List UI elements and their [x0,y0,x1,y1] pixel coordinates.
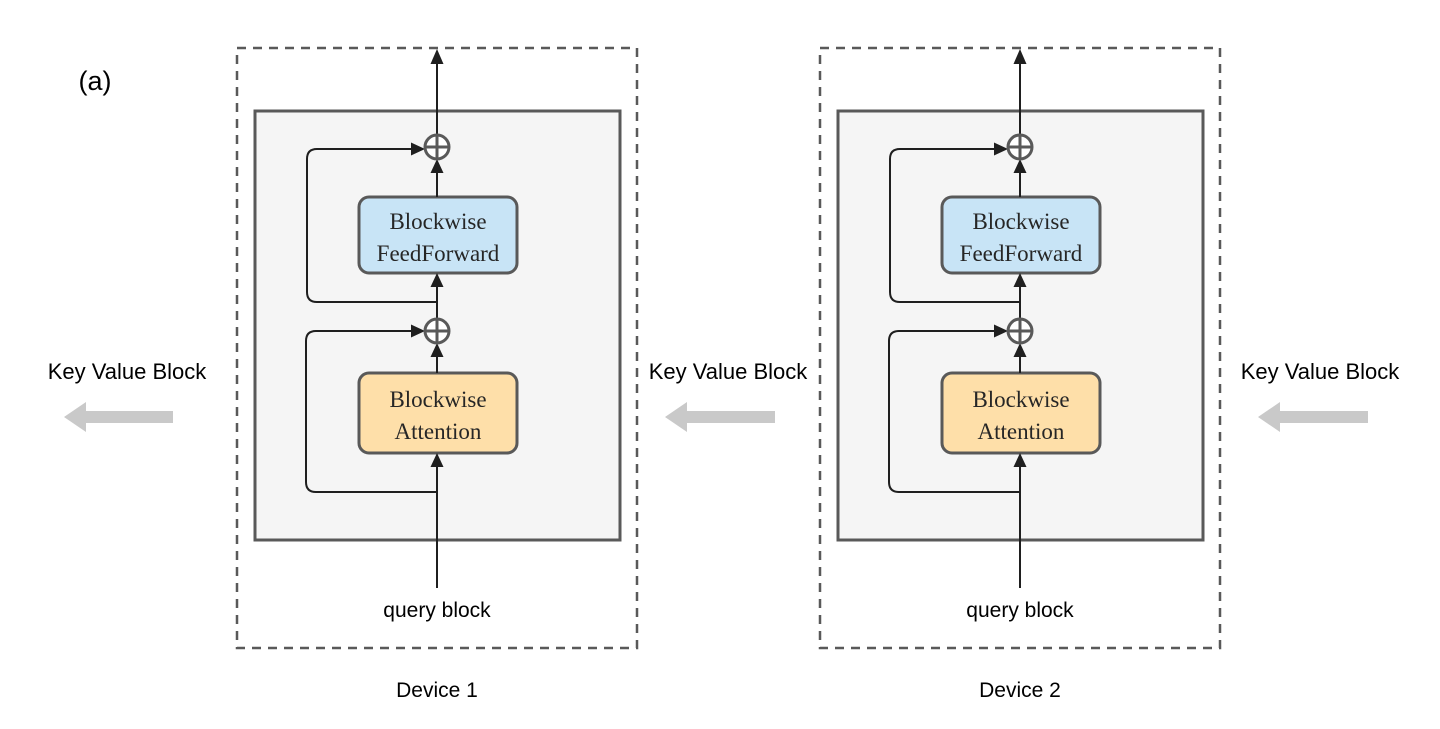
device-1-lower-add-circle-plus-icon [423,317,451,345]
device-1-add2-input-arrowhead-icon [430,159,444,173]
device-1-upper-residual-line [306,148,437,303]
device-2-group: Blockwise FeedForward Blockwise Attentio… [818,46,1222,702]
device-2-upper-add-circle-plus-icon [1006,133,1034,161]
device-1-dashed-boundary [235,46,639,650]
key-value-left-arrow-icon [64,402,173,432]
key-value-right-arrow-icon [1258,402,1368,432]
device-2-ff-input-arrowhead-icon [1013,273,1027,287]
device-2-attention-label-line1: Blockwise [972,387,1069,412]
key-value-block-label-left: Key Value Block [48,359,208,384]
device-1-name-label: Device 1 [396,679,478,702]
device-2-upper-residual-line [889,148,1020,303]
device-2-query-input-arrowhead-icon [1013,453,1027,467]
device-2-lower-residual-line [888,330,1020,493]
device-2-query-block-label: query block [966,599,1074,622]
device-1-output-arrowhead-icon [430,49,444,64]
device-2-feedforward-label-line1: Blockwise [972,209,1069,234]
key-value-block-label-middle: Key Value Block [649,359,809,384]
device-1-upper-residual-arrowhead-icon [411,142,425,156]
device-2-output-arrowhead-icon [1013,49,1027,64]
device-1-lower-residual-line [305,330,437,493]
device-2-lower-add-circle-plus-icon [1006,317,1034,345]
figure-label: (a) [79,66,112,96]
device-2-upper-residual-arrowhead-icon [994,142,1008,156]
device-1-ff-input-arrowhead-icon [430,273,444,287]
device-2-dashed-boundary [818,46,1222,650]
device-1-attention-label-line2: Attention [395,419,482,444]
key-value-middle-arrow-icon [665,402,775,432]
device-2-attention-label-line2: Attention [978,419,1065,444]
device-1-feedforward-label-line2: FeedForward [377,241,500,266]
device-2-feedforward-label-line2: FeedForward [960,241,1083,266]
device-1-query-block-label: query block [383,599,491,622]
device-1-attention-label-line1: Blockwise [389,387,486,412]
device-1-attention-output-arrowhead-icon [430,343,444,357]
device-1-query-input-arrowhead-icon [430,453,444,467]
key-value-transfer-right: Key Value Block [1241,359,1401,432]
device-2-attention-output-arrowhead-icon [1013,343,1027,357]
device-1-group: Blockwise FeedForward Blockwise Attentio… [235,46,639,702]
key-value-block-label-right: Key Value Block [1241,359,1401,384]
device-2-lower-residual-arrowhead-icon [994,324,1008,338]
device-1-lower-residual-arrowhead-icon [411,324,425,338]
key-value-transfer-left: Key Value Block [48,359,208,432]
device-2-name-label: Device 2 [979,679,1061,702]
key-value-transfer-middle: Key Value Block [649,359,809,432]
device-1-feedforward-label-line1: Blockwise [389,209,486,234]
device-1-upper-add-circle-plus-icon [423,133,451,161]
device-2-add2-input-arrowhead-icon [1013,159,1027,173]
